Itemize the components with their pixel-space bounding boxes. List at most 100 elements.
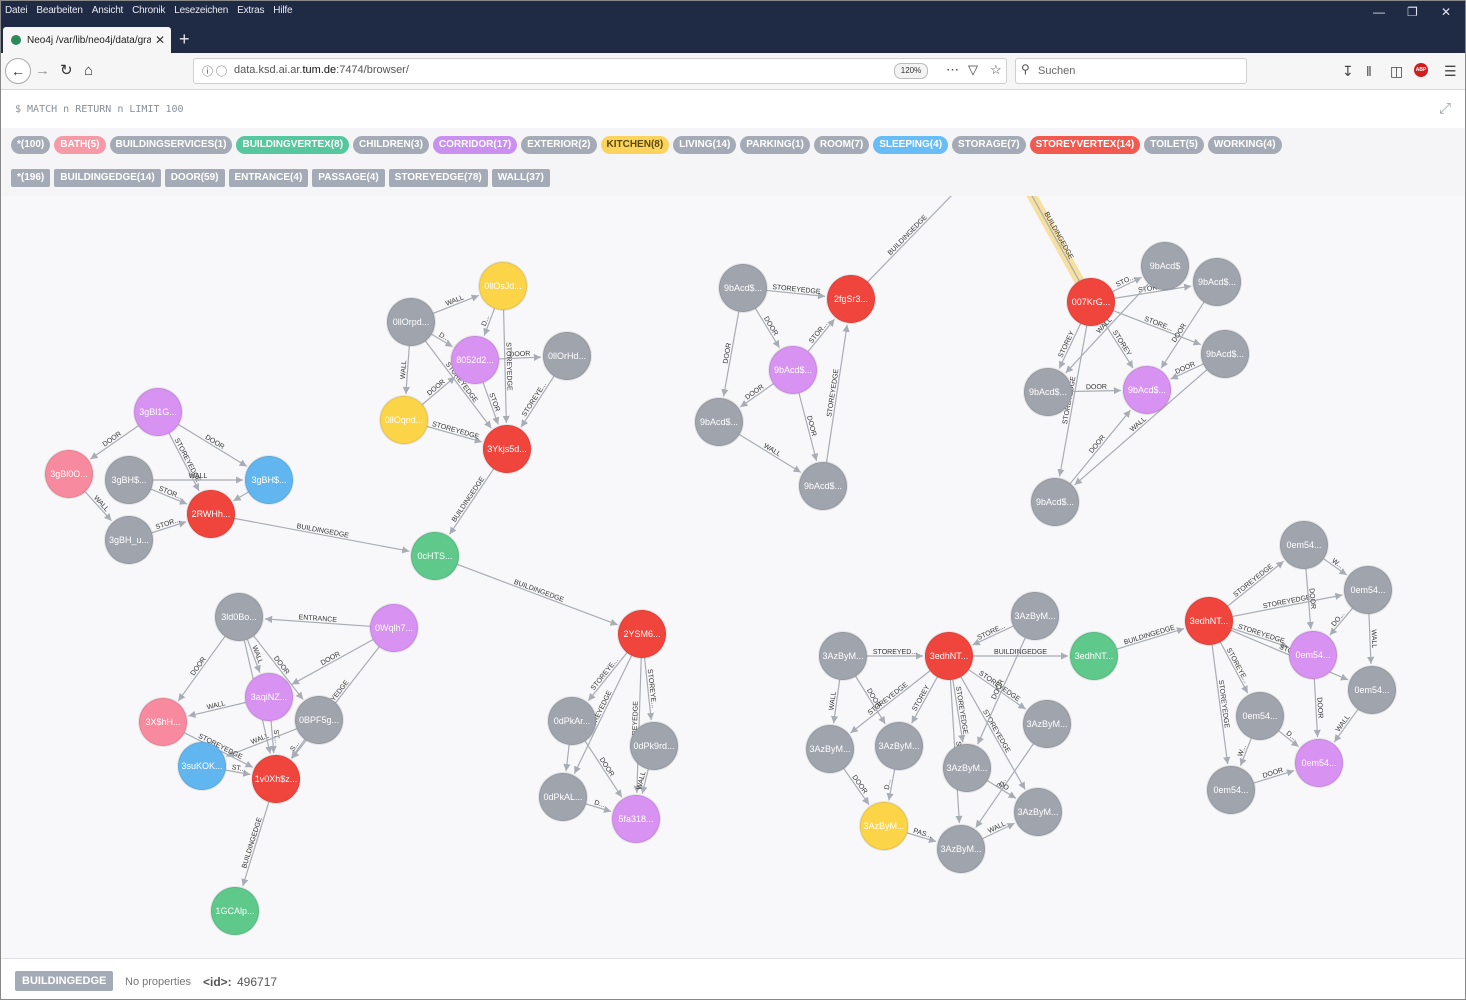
relationship-edge[interactable]: WALL xyxy=(246,639,264,673)
minimize-icon[interactable]: — xyxy=(1373,5,1385,19)
relationship-edge[interactable]: DOOR xyxy=(291,639,374,685)
url-text[interactable]: data.ksd.ai.ar.tum.de:7474/browser/ xyxy=(234,64,409,76)
relationship-edge[interactable]: BUILDINGEDGE xyxy=(457,563,618,626)
library-icon[interactable]: ‖ xyxy=(1366,63,1372,79)
graph-node[interactable]: 9bAcd$... xyxy=(694,397,744,447)
graph-node[interactable]: 9bAcd$ xyxy=(1140,241,1190,291)
graph-node[interactable]: 3AzByM... xyxy=(936,824,986,874)
relationship-edge[interactable]: STOREYEDGE xyxy=(952,679,969,743)
graph-node[interactable]: 0Wqlh7... xyxy=(369,603,419,653)
node-label-chip[interactable]: STOREYVERTEX(14) xyxy=(1029,136,1141,154)
graph-node[interactable]: 1GCAlp... xyxy=(210,886,260,936)
relationship-edge[interactable]: D... xyxy=(585,799,612,813)
graph-node[interactable]: 3AzByM... xyxy=(1013,787,1063,837)
graph-node[interactable]: 2fgSr3... xyxy=(826,274,876,324)
graph-node[interactable]: 3AzByM... xyxy=(1010,591,1060,641)
graph-node[interactable]: 9bAcd$... xyxy=(1192,257,1242,307)
graph-node[interactable]: 2RWHh... xyxy=(186,489,236,539)
relationship-edge[interactable]: STOREYE... xyxy=(520,375,555,428)
graph-node[interactable]: 0em54... xyxy=(1294,738,1344,788)
relationship-edge[interactable]: WALL xyxy=(1367,613,1377,665)
relationship-edge[interactable]: D... xyxy=(1278,730,1300,748)
page-actions-icon[interactable]: ⋯ xyxy=(946,62,959,77)
node-label-chip[interactable]: KITCHEN(8) xyxy=(600,136,670,154)
relationship-edge[interactable]: D... xyxy=(884,769,896,801)
graph-node[interactable]: 0dPkAr... xyxy=(547,696,597,746)
search-bar[interactable]: ⚲ Suchen xyxy=(1015,58,1247,84)
graph-node[interactable]: 3gBH$... xyxy=(104,455,154,505)
relationship-edge[interactable]: BUILDINGEDGE xyxy=(241,801,270,887)
relationship-edge[interactable]: STOR... xyxy=(150,485,188,505)
relationship-type-chip[interactable]: STOREYEDGE(78) xyxy=(388,169,488,187)
relationship-edge[interactable]: DO xyxy=(987,780,1017,799)
relationship-edge[interactable]: DOOR xyxy=(1313,678,1324,738)
relationship-edge[interactable]: D... xyxy=(431,332,453,348)
graph-node[interactable]: 3gBH_u... xyxy=(104,515,154,565)
download-icon[interactable]: ↧ xyxy=(1342,63,1354,79)
reload-icon[interactable]: ↻ xyxy=(60,62,73,79)
graph-node[interactable]: 0dPk9rd... xyxy=(629,721,679,771)
relationship-edge[interactable]: WALL xyxy=(982,821,1015,840)
graph-node[interactable]: 0BPF5g... xyxy=(294,695,344,745)
relationship-edge[interactable]: STOREYEDGE xyxy=(825,324,850,463)
relationship-edge[interactable]: STOR xyxy=(482,382,501,425)
relationship-edge[interactable]: STOREY xyxy=(1057,323,1082,369)
relationship-edge[interactable]: STOREYEDGE xyxy=(1232,592,1343,617)
relationship-edge[interactable]: STOREYE... xyxy=(643,657,657,721)
graph-node[interactable]: 3aqiNZ... xyxy=(244,672,294,722)
relationship-type-chip[interactable]: WALL(37) xyxy=(491,169,550,187)
graph-node[interactable]: 0em54... xyxy=(1279,520,1329,570)
cypher-query[interactable]: $ MATCH n RETURN n LIMIT 100 xyxy=(15,104,184,115)
adblock-icon[interactable]: ABP xyxy=(1414,63,1428,77)
relationship-edge[interactable]: DOOR xyxy=(1160,301,1205,369)
relationship-edge[interactable] xyxy=(563,744,571,772)
relationship-edge[interactable]: DOOR xyxy=(739,383,774,408)
relationship-edge[interactable]: ST... xyxy=(225,764,251,777)
node-label-chip[interactable]: CHILDREN(3) xyxy=(353,136,429,154)
pocket-icon[interactable]: ▽ xyxy=(968,62,978,77)
relationship-edge[interactable]: BUILDINGEDGE xyxy=(1026,196,1085,287)
relationship-edge[interactable]: STOR... xyxy=(807,318,836,352)
relationship-edge[interactable]: WALL xyxy=(828,679,841,724)
menu-bearbeiten[interactable]: Bearbeiten xyxy=(36,5,83,16)
graph-node[interactable]: 3AzByM... xyxy=(1022,699,1072,749)
browser-tab[interactable]: Neo4j /var/lib/neo4j/data/grap ✕ xyxy=(3,27,171,53)
graph-node[interactable]: 3gBl0O... xyxy=(44,449,94,499)
close-window-icon[interactable]: ✕ xyxy=(1441,5,1452,19)
graph-node[interactable]: 3AzByM... xyxy=(859,801,909,851)
relationship-edge[interactable]: STOREYED... xyxy=(867,649,923,660)
node-label-chip[interactable]: STORAGE(7) xyxy=(952,136,1026,154)
graph-node[interactable]: 3X$hH... xyxy=(138,697,188,747)
relationship-edge[interactable]: DOOR xyxy=(421,376,456,405)
graph-node[interactable]: 0em54... xyxy=(1235,691,1285,741)
relationship-edge[interactable] xyxy=(233,491,249,502)
relationship-edge[interactable]: DOOR xyxy=(1069,409,1131,484)
graph-node[interactable]: 3gBl1G... xyxy=(133,387,183,437)
relationship-edge[interactable]: WALL xyxy=(84,491,112,522)
graph-node[interactable]: 0llOrHd... xyxy=(542,331,592,381)
relationship-edge[interactable]: DOOR xyxy=(1170,361,1204,380)
relationship-edge[interactable]: D... xyxy=(975,743,1034,828)
relationship-edge[interactable]: STORE... xyxy=(972,623,1014,646)
relationship-edge[interactable]: STOREYEDGE xyxy=(766,284,826,300)
menu-ansicht[interactable]: Ansicht xyxy=(91,5,124,16)
graph-node[interactable]: 0dPkAL... xyxy=(538,772,588,822)
relationship-type-chip[interactable]: ENTRANCE(4) xyxy=(228,169,309,187)
relationship-edge[interactable]: DOOR xyxy=(754,308,780,349)
graph-node[interactable]: 2YSM6... xyxy=(617,609,667,659)
graph-node[interactable]: 0cHTS... xyxy=(410,531,460,581)
relationship-edge[interactable]: DOOR xyxy=(584,740,623,798)
url-bar[interactable]: ⓘ ◯ data.ksd.ai.ar.tum.de:7474/browser/ … xyxy=(193,58,1007,84)
graph-node[interactable]: 0em54... xyxy=(1343,565,1393,615)
home-icon[interactable]: ⌂ xyxy=(84,62,94,79)
relationship-edge[interactable]: DOOR xyxy=(498,351,542,362)
sidebar-icon[interactable]: ◫ xyxy=(1390,63,1404,79)
relationship-edge[interactable]: BUILDINGEDGE xyxy=(973,649,1068,660)
node-label-chip[interactable]: ROOM(7) xyxy=(813,136,870,154)
graph-node[interactable]: 0em54... xyxy=(1288,630,1338,680)
relationship-edge[interactable]: STOREYEDGE xyxy=(1227,560,1285,607)
graph-node[interactable]: 9bAcd$... xyxy=(1030,477,1080,527)
relationship-edge[interactable]: WALL xyxy=(433,294,480,314)
node-label-chip[interactable]: EXTERIOR(2) xyxy=(521,136,597,154)
